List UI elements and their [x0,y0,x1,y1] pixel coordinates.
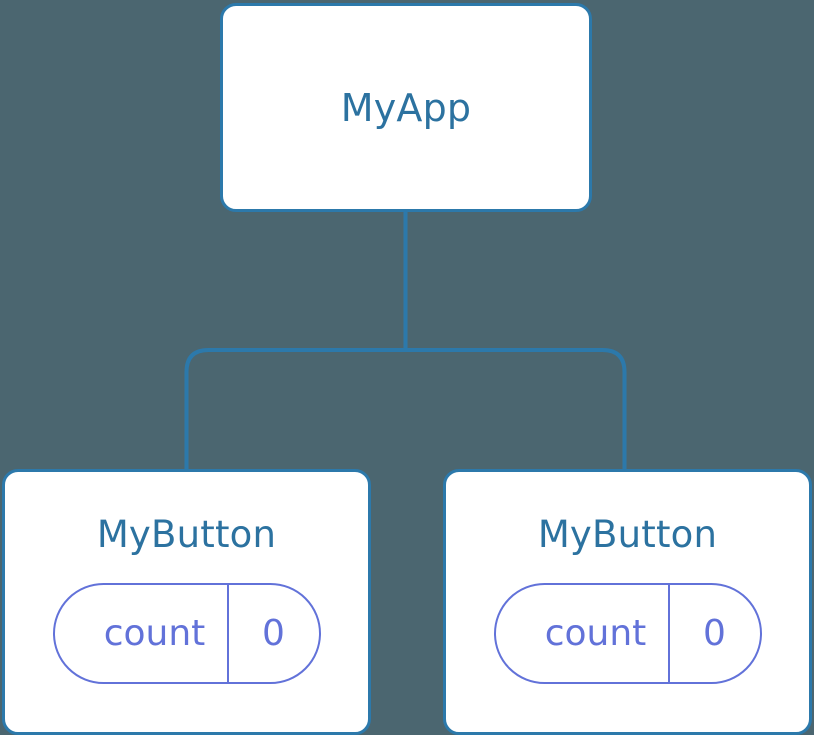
state-value: 0 [226,585,319,682]
node-title: MyButton [537,513,718,556]
state-pill[interactable]: count 0 [493,583,762,684]
node-mybutton-1[interactable]: MyButton count 0 [2,469,371,735]
connector-bracket [184,348,627,470]
state-value: 0 [667,585,760,682]
node-mybutton-2[interactable]: MyButton count 0 [443,469,812,735]
node-title: MyApp [340,85,472,130]
state-key: count [103,612,206,654]
node-myapp[interactable]: MyApp [220,3,592,212]
state-pill[interactable]: count 0 [52,583,321,684]
node-title: MyButton [96,513,277,556]
state-key: count [544,612,647,654]
